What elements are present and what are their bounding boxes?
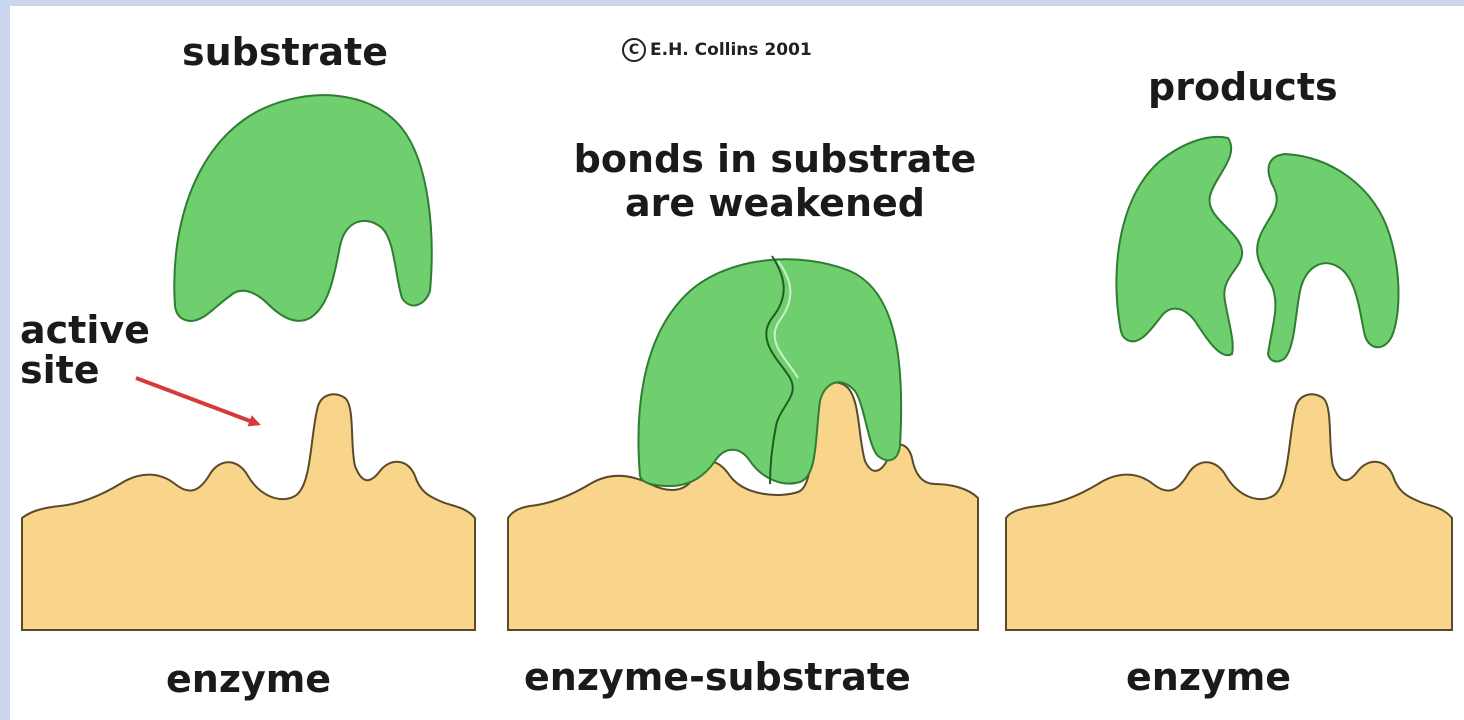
product-right-shape [1256, 152, 1400, 363]
bonds-line-1: bonds in substrate [573, 137, 977, 181]
diagram-art [21, 94, 1453, 631]
substrate-shape [173, 94, 433, 323]
active-site-arrow [135, 376, 261, 427]
enzyme-right-shape [1005, 393, 1453, 631]
copyright-symbol: C [622, 38, 646, 62]
enzyme-substrate-complex-shape [637, 258, 903, 488]
bonds-weakened-label: bonds in substrate are weakened [540, 137, 1010, 225]
products-label: products [1148, 65, 1338, 109]
copyright-text: E.H. Collins 2001 [650, 40, 812, 60]
bonds-line-2: are weakened [625, 180, 925, 225]
weakened-bond-highlight [773, 260, 799, 379]
active-line-1: active [20, 308, 150, 352]
active-site-label: active site [20, 310, 150, 390]
active-line-2: site [20, 348, 100, 392]
product-left-shape [1115, 135, 1244, 357]
enzyme-substrate-label: enzyme-substrate [524, 655, 911, 699]
weakened-bond-line [765, 255, 794, 485]
substrate-label: substrate [182, 30, 388, 74]
enzyme-left-label: enzyme [166, 657, 332, 701]
enzyme-right-label: enzyme [1126, 655, 1292, 699]
enzyme-left-shape [21, 393, 476, 631]
